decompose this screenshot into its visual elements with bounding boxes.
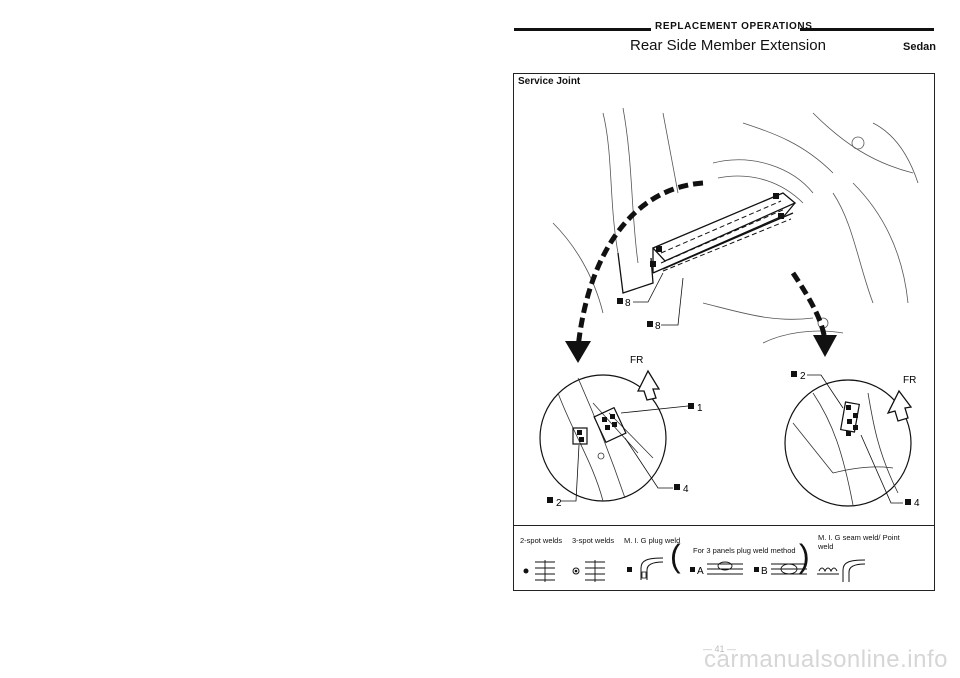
arrow-down-icon — [813, 335, 837, 357]
mig-plug-weld-icon — [640, 557, 664, 580]
spot-weld-3-icon — [585, 560, 605, 582]
body-panel-sketch — [552, 107, 919, 344]
page-number: — 41 — — [703, 644, 737, 654]
legend-2-spot-welds: 2-spot welds — [520, 536, 563, 545]
page-title: Rear Side Member Extension — [630, 37, 826, 54]
mig-seam-weld-icon — [817, 559, 866, 582]
legend-label-b: B — [761, 566, 768, 577]
diagram-label: Service Joint — [518, 76, 581, 87]
legend-paren-close: ) — [799, 538, 810, 574]
legend-mig-plug-weld: M. I. G plug weld — [624, 536, 681, 545]
member-extension — [617, 192, 797, 294]
plug-weld-b-icon — [771, 563, 807, 575]
fr-label-right: FR — [903, 375, 916, 386]
watermark: carmanualsonline.info — [704, 646, 948, 673]
spot-weld-2-icon — [535, 560, 555, 582]
callout-left-4: 4 — [683, 484, 689, 495]
fr-label-left: FR — [630, 355, 643, 366]
legend-mig-seam-weld: M. I. G seam weld/ Point weld — [818, 533, 900, 551]
header-rule-right — [800, 28, 934, 31]
arrow-down-icon — [565, 341, 591, 363]
callout-left-1: 1 — [697, 403, 703, 414]
front-direction-arrow-icon — [636, 369, 661, 401]
legend-three-panels: For 3 panels plug weld method — [693, 546, 796, 555]
legend-3-spot-welds: 3-spot welds — [572, 536, 615, 545]
legend-divider — [513, 525, 935, 526]
callout-main-8b: 8 — [655, 321, 661, 332]
section-title: REPLACEMENT OPERATIONS — [655, 21, 813, 32]
callout-right-2: 2 — [800, 371, 806, 382]
body-variant-label: Sedan — [903, 41, 937, 53]
weld-symbols: A B — [523, 557, 866, 582]
plug-weld-a-icon — [707, 561, 743, 575]
legend-label-a: A — [697, 566, 704, 577]
callout-main-8a: 8 — [625, 298, 631, 309]
header-rule-left — [514, 28, 651, 31]
detail-circle-right — [784, 379, 912, 507]
service-joint-illustration: 8 8 FR FR 1 4 2 2 4 — [539, 107, 920, 509]
callout-left-2: 2 — [556, 498, 562, 509]
legend-paren-open: ( — [670, 538, 681, 574]
callout-right-4: 4 — [914, 498, 920, 509]
diagram-frame — [513, 73, 935, 591]
front-direction-arrow-icon — [886, 389, 913, 422]
